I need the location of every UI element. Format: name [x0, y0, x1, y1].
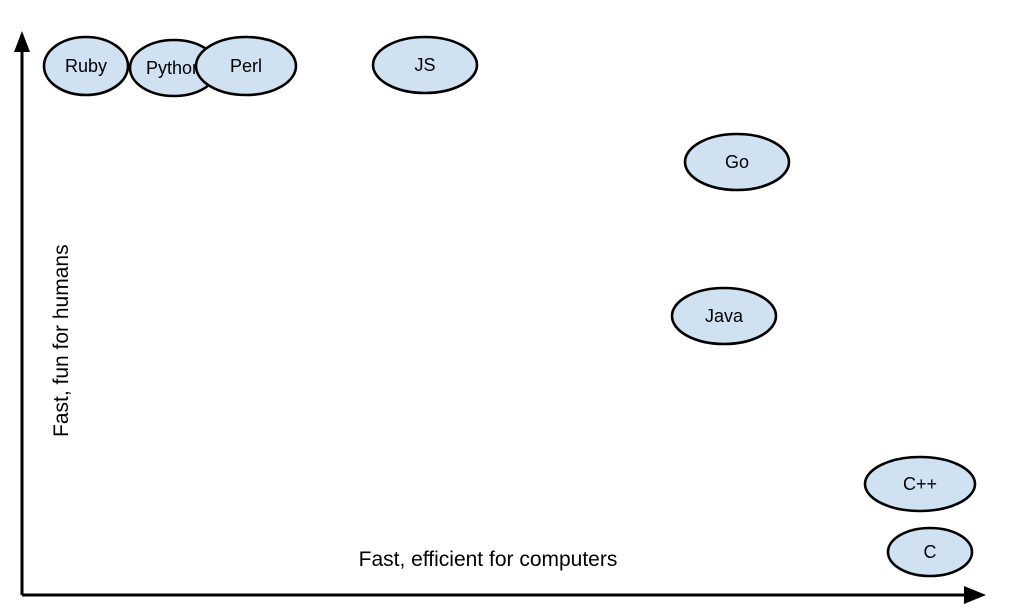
bubble-ellipse [42, 35, 130, 97]
bubble-label: Python [146, 58, 202, 78]
bubble-label: Go [725, 152, 749, 172]
x-axis-title: Fast, efficient for computers [359, 548, 618, 571]
bubble-label: Java [705, 306, 744, 326]
data-point-go[interactable]: Go [683, 132, 791, 192]
bubble-ellipse [863, 455, 977, 513]
data-point-js[interactable]: JS [371, 35, 479, 95]
x-axis-arrowhead-icon [964, 586, 986, 604]
bubble-ellipse [670, 286, 778, 346]
data-point-c[interactable]: C [886, 526, 974, 578]
y-axis-title: Fast, fun for humans [50, 244, 73, 437]
bubble-label: C++ [903, 474, 937, 494]
data-point-ruby[interactable]: Ruby [42, 35, 130, 97]
bubble-label: Perl [230, 56, 262, 76]
bubble-label: Ruby [65, 56, 107, 76]
bubble-ellipse [194, 35, 298, 97]
data-point-python[interactable]: Python [128, 38, 220, 98]
bubble-label: C [924, 542, 937, 562]
y-axis-arrowhead-icon [14, 31, 30, 52]
bubble-label: JS [414, 55, 435, 75]
data-point-cpp[interactable]: C++ [863, 455, 977, 513]
data-point-perl[interactable]: Perl [194, 35, 298, 97]
bubble-ellipse [886, 526, 974, 578]
bubble-ellipse [683, 132, 791, 192]
data-point-java[interactable]: Java [670, 286, 778, 346]
bubble-ellipse [371, 35, 479, 95]
